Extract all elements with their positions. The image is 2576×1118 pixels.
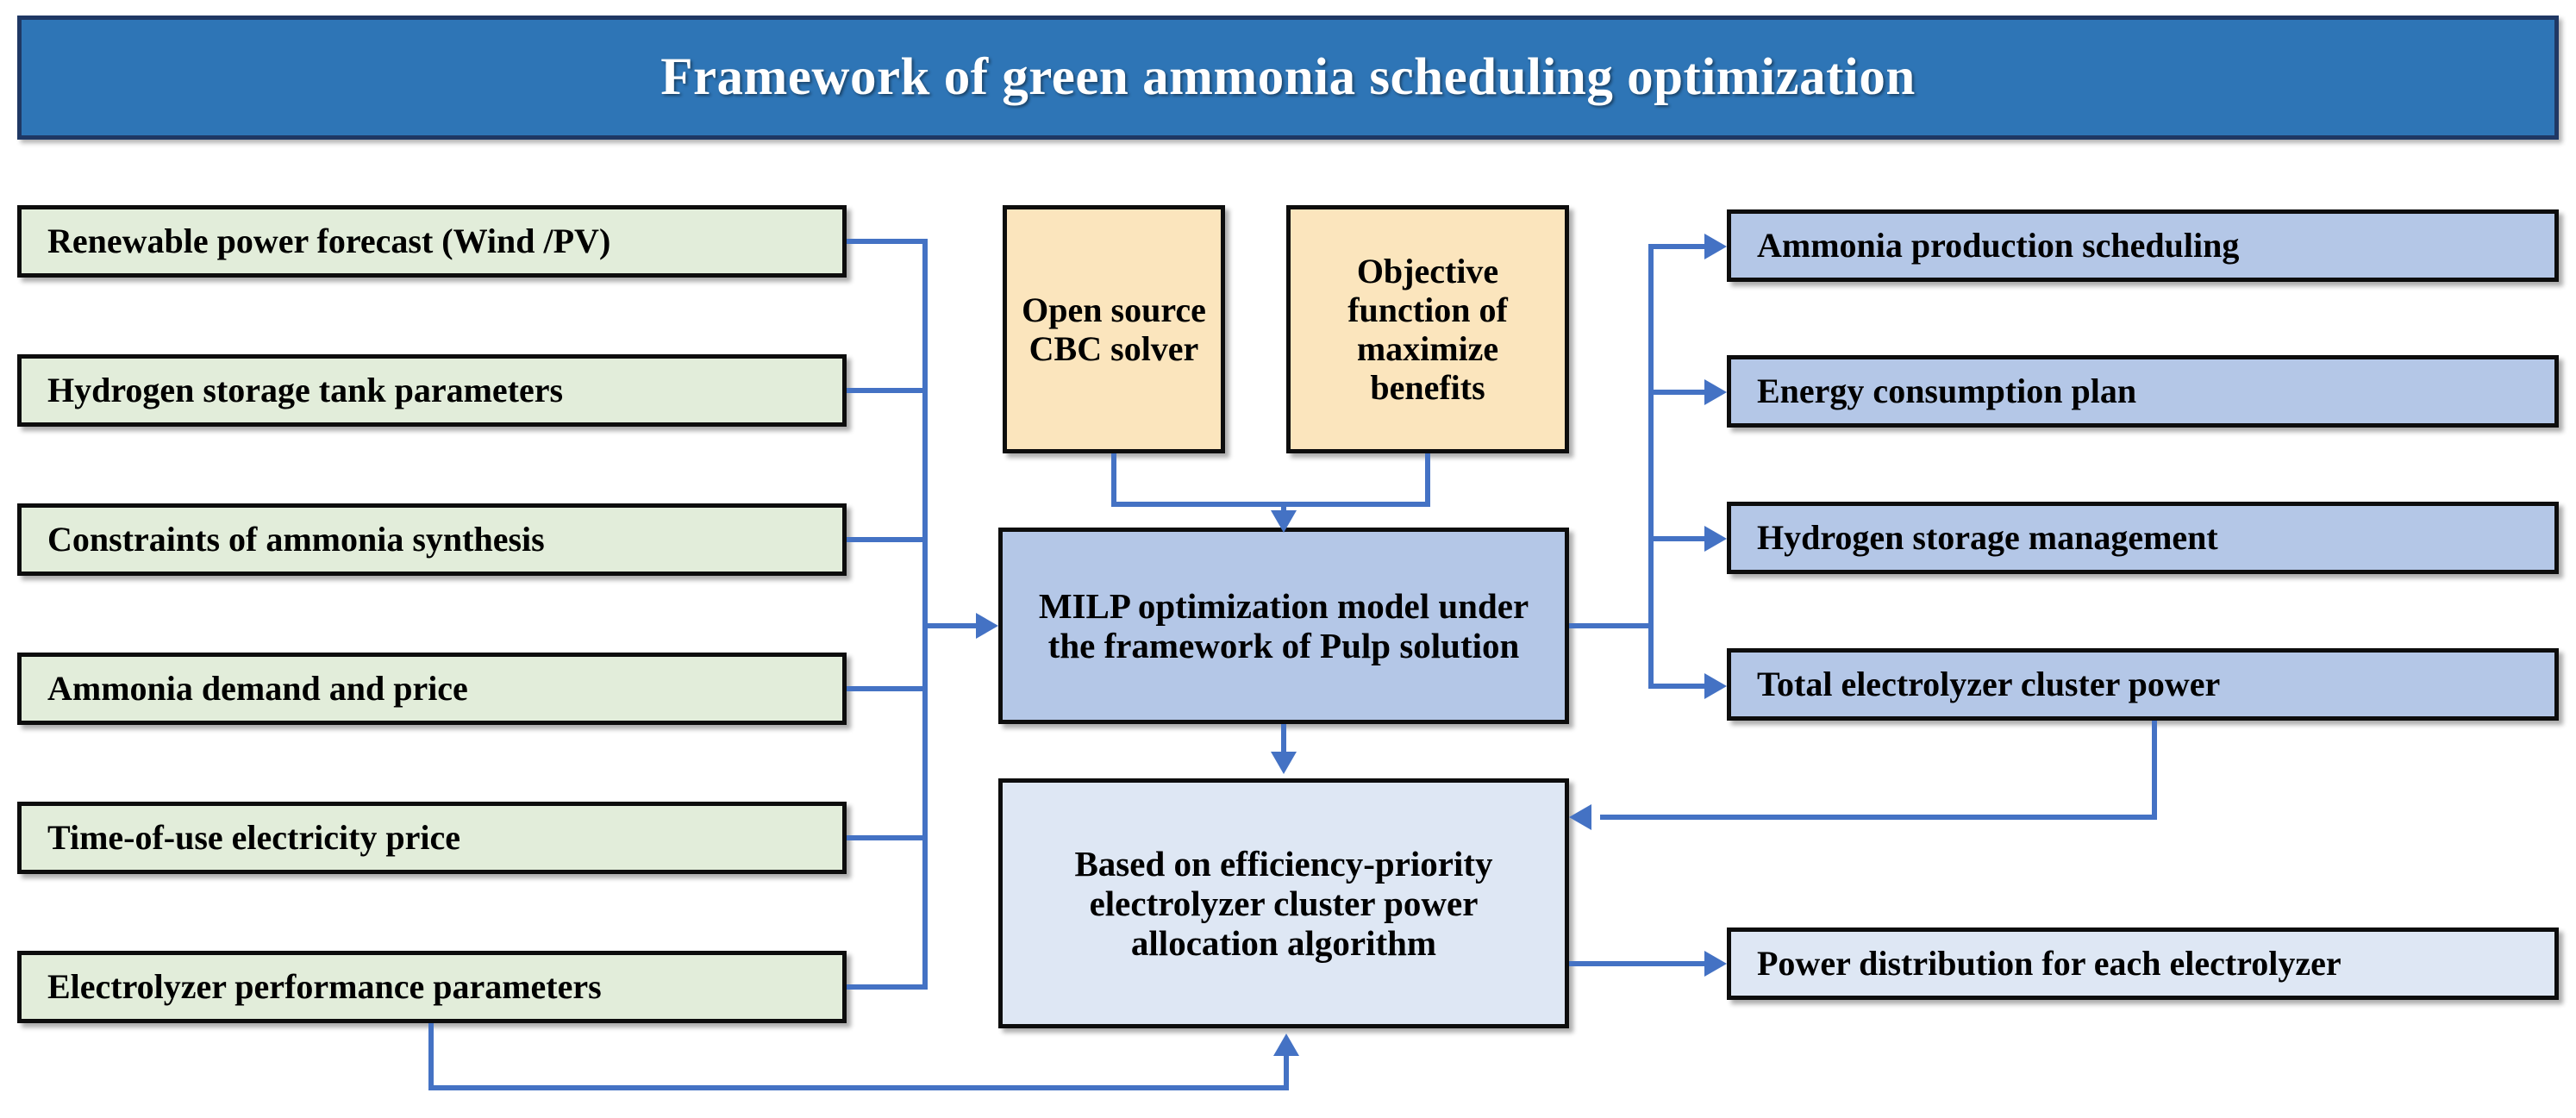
- connector-output-bus: [1648, 244, 1654, 689]
- arrowhead-output-2: [1704, 379, 1727, 405]
- connector-algorithm-to-final-output: [1569, 961, 1704, 966]
- page-title: Framework of green ammonia scheduling op…: [660, 48, 1916, 106]
- output-box-total-electrolyzer-cluster-power[interactable]: Total electrolyzer cluster power: [1727, 648, 2559, 721]
- connector-model-to-algorithm: [1281, 724, 1286, 755]
- arrowhead-output-3: [1704, 526, 1727, 552]
- solver-box-objective-function[interactable]: Objective function of maximize benefits: [1286, 205, 1569, 453]
- connector-cbc-down: [1111, 453, 1116, 507]
- input-box-time-of-use-electricity-price[interactable]: Time-of-use electricity price: [17, 802, 847, 874]
- output-label: Ammonia production scheduling: [1757, 226, 2240, 265]
- arrowhead-params-to-algorithm: [1273, 1034, 1299, 1056]
- connector-bus-to-model: [922, 623, 976, 628]
- input-box-hydrogen-storage-tank-parameters[interactable]: Hydrogen storage tank parameters: [17, 354, 847, 427]
- connector-input-4: [847, 686, 928, 691]
- input-box-renewable-power-forecast[interactable]: Renewable power forecast (Wind /PV): [17, 205, 847, 278]
- input-label: Ammonia demand and price: [47, 669, 468, 709]
- connector-output-4: [1648, 684, 1704, 689]
- connector-input-5: [847, 835, 928, 840]
- connector-solver-to-model: [1281, 502, 1286, 515]
- connector-input-3: [847, 537, 928, 542]
- input-label: Hydrogen storage tank parameters: [47, 371, 564, 410]
- model-box-milp-optimization[interactable]: MILP optimization model under the framew…: [998, 528, 1569, 724]
- connector-input-bus: [922, 239, 928, 990]
- arrowhead-model-to-algorithm: [1271, 752, 1297, 774]
- input-label: Electrolyzer performance parameters: [47, 967, 602, 1007]
- connector-output-3: [1648, 536, 1704, 541]
- model-label: MILP optimization model under the framew…: [1038, 585, 1529, 665]
- output-label: Total electrolyzer cluster power: [1757, 665, 2221, 704]
- output-box-energy-consumption-plan[interactable]: Energy consumption plan: [1727, 355, 2559, 428]
- connector-output-1: [1648, 244, 1704, 249]
- output-label: Energy consumption plan: [1757, 372, 2137, 411]
- connector-feedback-down: [2152, 721, 2157, 820]
- input-label: Constraints of ammonia synthesis: [47, 520, 545, 559]
- solver-box-open-source-cbc-solver[interactable]: Open source CBC solver: [1003, 205, 1225, 453]
- solver-label: Objective function of maximize benefits: [1347, 251, 1508, 408]
- input-label: Renewable power forecast (Wind /PV): [47, 222, 611, 261]
- arrowhead-output-1: [1704, 234, 1727, 259]
- connector-solver-join: [1111, 502, 1430, 507]
- output-label: Power distribution for each electrolyzer: [1757, 944, 2342, 984]
- output-label: Hydrogen storage management: [1757, 518, 2218, 558]
- connector-input-1: [847, 239, 928, 244]
- connector-objective-down: [1425, 453, 1430, 507]
- arrowhead-feedback-to-algorithm: [1569, 804, 1591, 830]
- arrowhead-solver-to-model: [1271, 510, 1297, 533]
- output-box-ammonia-production-scheduling[interactable]: Ammonia production scheduling: [1727, 209, 2559, 282]
- input-label: Time-of-use electricity price: [47, 818, 461, 858]
- output-box-power-distribution-each-electrolyzer[interactable]: Power distribution for each electrolyzer: [1727, 928, 2559, 1000]
- connector-input-6: [847, 984, 928, 990]
- connector-feedback-left: [1600, 815, 2157, 820]
- connector-params-right: [428, 1085, 1289, 1090]
- arrowhead-bus-to-model: [976, 613, 998, 639]
- connector-input-2: [847, 388, 928, 393]
- algorithm-box-power-allocation[interactable]: Based on efficiency-priority electrolyze…: [998, 778, 1569, 1028]
- connector-params-down: [428, 1023, 434, 1090]
- connector-model-to-output-bus: [1569, 623, 1654, 628]
- connector-output-2: [1648, 390, 1704, 395]
- solver-label: Open source CBC solver: [1022, 290, 1206, 368]
- arrowhead-output-4: [1704, 673, 1727, 699]
- input-box-constraints-of-ammonia-synthesis[interactable]: Constraints of ammonia synthesis: [17, 503, 847, 576]
- arrowhead-algorithm-to-final-output: [1704, 951, 1727, 977]
- page-title-banner: Framework of green ammonia scheduling op…: [17, 16, 2559, 140]
- connector-params-up: [1284, 1056, 1289, 1090]
- algorithm-label: Based on efficiency-priority electrolyze…: [1074, 843, 1493, 964]
- input-box-ammonia-demand-and-price[interactable]: Ammonia demand and price: [17, 653, 847, 725]
- output-box-hydrogen-storage-management[interactable]: Hydrogen storage management: [1727, 502, 2559, 574]
- input-box-electrolyzer-performance-parameters[interactable]: Electrolyzer performance parameters: [17, 951, 847, 1023]
